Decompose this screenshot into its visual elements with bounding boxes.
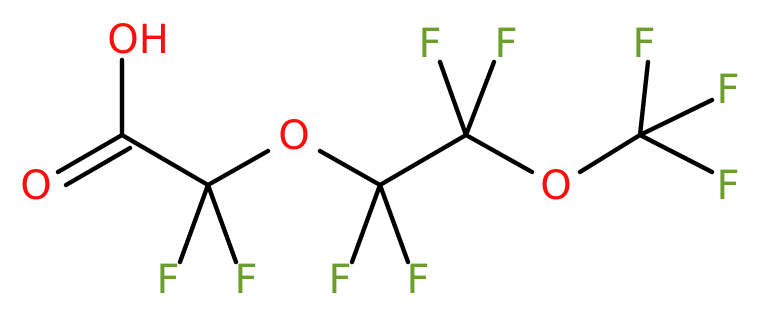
- bond-c5-f7: [637, 59, 651, 138]
- fluorine-4-label: F: [406, 257, 429, 303]
- bond-c2-f1: [177, 182, 211, 265]
- bond-c3-c4: [377, 132, 469, 188]
- hydroxyl-label: OH: [107, 17, 169, 63]
- bond-c4-f5: [437, 59, 469, 138]
- ether-oxygen-1-label: O: [278, 113, 309, 159]
- bond-c4-o2: [463, 132, 535, 175]
- bond-c1-c2: [119, 132, 211, 188]
- bond-c3-f4: [377, 182, 411, 265]
- bond-o1-c3: [317, 148, 383, 188]
- fluorine-5-label: F: [418, 21, 441, 67]
- fluorine-3-label: F: [328, 257, 351, 303]
- bond-c5-f8: [637, 97, 715, 138]
- bond-o2-c5: [577, 132, 643, 175]
- fluorine-8-label: F: [716, 67, 739, 113]
- fluorine-2-label: F: [234, 257, 257, 303]
- bond-c2-f2: [205, 182, 239, 265]
- bond-c3-f3: [349, 182, 383, 265]
- atom-labels: OH O O O F F F F F F F F F: [20, 17, 739, 303]
- ether-oxygen-2-label: O: [540, 163, 571, 209]
- bond-c1-o-double-b: [63, 145, 133, 188]
- bond-c2-o1: [205, 148, 271, 188]
- bonds: [55, 57, 715, 265]
- bond-c5-f9: [637, 132, 715, 175]
- fluorine-9-label: F: [716, 163, 739, 209]
- fluorine-1-label: F: [156, 257, 179, 303]
- bond-c4-f6: [463, 59, 497, 138]
- bond-c1-o-double-a: [55, 132, 125, 175]
- fluorine-6-label: F: [494, 21, 517, 67]
- fluorine-7-label: F: [632, 21, 655, 67]
- carbonyl-oxygen-label: O: [20, 163, 51, 209]
